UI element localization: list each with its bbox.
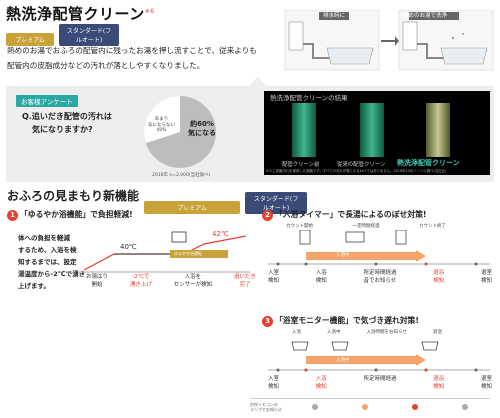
sec2-step: 入室検知 bbox=[268, 270, 280, 284]
sec3-step: 入室検知 bbox=[268, 376, 280, 390]
pie-small-label: あまり 気にならない 40% bbox=[148, 117, 175, 133]
survey-tag: お客様アンケート bbox=[16, 95, 78, 107]
pipe-samples bbox=[292, 103, 450, 157]
sec1-step: -2℃で湧き上げ bbox=[129, 274, 152, 288]
result-label-conventional: 従来の配管クリーン bbox=[337, 162, 386, 168]
diagram-label-left: 排水時に bbox=[323, 13, 346, 19]
survey-pie-chart bbox=[144, 96, 216, 168]
lamp-icon bbox=[312, 403, 318, 410]
sec3-step: 退浴検知 bbox=[433, 376, 445, 390]
diagram-label-right: 熱めのお湯で洗浄 bbox=[403, 13, 448, 19]
pipe-clean-diagram bbox=[284, 10, 494, 71]
sec2-step: 入浴検知 bbox=[315, 270, 327, 284]
result-note: ※人工皮脂汚れを使用した実験です。すべての汚れが落とせるわけではありません。20… bbox=[266, 169, 447, 173]
sec1-bar-label: ゆるやか浴運転 bbox=[174, 251, 202, 256]
sec1-title: 1「ゆるやか浴機能」で負担軽減! bbox=[7, 209, 133, 221]
result-label-before: 配管クリーン前 bbox=[282, 162, 320, 168]
watch-standard-badge: スタンダード(フルオート) bbox=[245, 192, 308, 214]
sec1-step: お湯はり開始 bbox=[86, 274, 109, 288]
sec1-steps: お湯はり開始 -2℃で湧き上げ 入浴をセンサーが検知 追いだき完了 bbox=[86, 272, 256, 288]
result-label-heat: 熱洗浄配管クリーン bbox=[397, 159, 460, 167]
standard-badge: スタンダード(フルオート) bbox=[59, 24, 120, 46]
watch-title: おふろの見まもり新機能 bbox=[7, 189, 140, 203]
sec2-icon-labels: カウント開始 一定時間経過 カウント終了 bbox=[286, 224, 446, 229]
page-title: 熱洗浄配管クリーン※6 bbox=[6, 5, 155, 23]
sec1-step: 追いだき完了 bbox=[233, 274, 256, 288]
result-title: 熱洗浄配管クリーンの結果 bbox=[270, 94, 348, 102]
sec3-step: 入浴検知 bbox=[315, 376, 327, 390]
sec1-temp-low: 40℃ bbox=[120, 243, 137, 251]
sec2-steps: 入室検知 入浴検知 所定時間経過音でお知らせ 退浴検知 退室検知 bbox=[268, 268, 492, 284]
sec3-timeline bbox=[268, 341, 490, 372]
survey-question: Q.追いだき配管の汚れは 気になりますか? bbox=[22, 112, 112, 134]
badge-row: プレミアム スタンダード(フルオート) bbox=[6, 24, 120, 46]
sec2-step: 退室検知 bbox=[480, 270, 492, 284]
sec3-bar-label: 入浴中 bbox=[336, 358, 350, 363]
pie-slice-not-concerned bbox=[144, 96, 180, 144]
pie-big-label: 約60% 気になる bbox=[188, 120, 216, 137]
sec3-steps: 入室検知 入浴検知 所定時間経過 退浴検知 退室検知 bbox=[268, 374, 492, 390]
sec1-graph bbox=[78, 231, 250, 273]
lamp-icon bbox=[412, 403, 418, 410]
sec2-step: 所定時間経過音でお知らせ bbox=[363, 270, 397, 284]
sec3-legend: 台所リモコンの ランプでお知らせ bbox=[250, 398, 490, 414]
survey-source: 2016年 n=2,000(当社調べ) bbox=[152, 173, 211, 178]
sec1-step: 入浴をセンサーが検知 bbox=[173, 274, 213, 288]
watch-premium-badge: プレミアム bbox=[144, 201, 240, 214]
sec2-title: 2「入浴タイマー」で長湯によるのぼせ対策! bbox=[262, 209, 426, 221]
sec3-title: 3「浴室モニター機能」で気づき遅れ対策! bbox=[262, 315, 419, 327]
premium-badge: プレミアム bbox=[6, 33, 54, 46]
watch-badge-row: プレミアム スタンダード(フルオート) bbox=[144, 192, 308, 214]
sec3-step: 退室検知 bbox=[480, 376, 492, 390]
sec3-icon-labels: 入浴 入浴中 入浴時間をお知らせ 退浴 bbox=[292, 330, 442, 335]
sec1-description: 体への負担を軽減 するため、入浴を検 知するまでは、設定 湯温度から-2℃で湧き… bbox=[18, 234, 86, 290]
sec2-timeline bbox=[268, 230, 490, 266]
sec2-step: 退浴検知 bbox=[433, 270, 445, 284]
lamp-icon bbox=[462, 403, 468, 410]
sec1-temp-high: 42℃ bbox=[212, 230, 229, 238]
intro-text: 熱めのお湯でおふろの配管内に残ったお湯を押し流すことで、従来よりも 配管内の皮脂… bbox=[7, 46, 257, 70]
sec3-step: 所定時間経過 bbox=[363, 376, 397, 382]
sec2-bar-label: 入浴中 bbox=[336, 253, 350, 258]
lamp-icon bbox=[362, 403, 368, 410]
panel-pointer bbox=[248, 76, 268, 88]
